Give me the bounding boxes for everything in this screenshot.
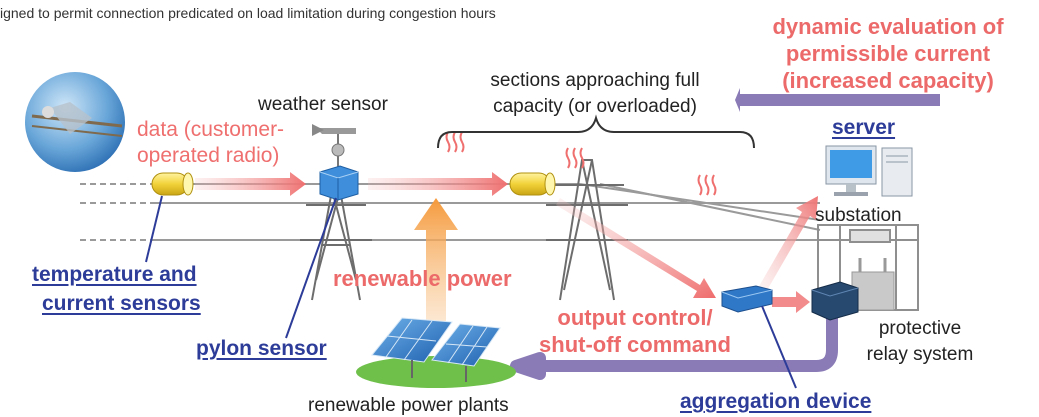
heat-wave-icon — [445, 131, 717, 196]
output-control-line-1: output control/ — [557, 305, 713, 330]
data-label-line-1: data (customer- — [137, 118, 285, 141]
aggregation-device-label: aggregation device — [680, 390, 872, 413]
pylon-sensor-label: pylon sensor — [196, 337, 327, 360]
solar-panel-icon — [356, 317, 516, 388]
sections-label-line-1: sections approaching full — [490, 70, 700, 91]
weather-sensor-label: weather sensor — [258, 94, 388, 115]
camera-photo — [25, 72, 125, 172]
weather-vane-icon — [312, 124, 356, 168]
sections-label-line-2: capacity (or overloaded) — [493, 96, 697, 117]
renewable-plants-label: renewable power plants — [308, 395, 509, 416]
current-sensor-icon — [509, 172, 556, 196]
renewable-power-label: renewable power — [333, 266, 512, 291]
data-label-line-2: operated radio) — [137, 144, 280, 167]
substation-label: substation — [815, 205, 902, 226]
temperature-sensor-label-line-2: current sensors — [42, 292, 201, 315]
transmission-tower-icon-1 — [300, 189, 372, 301]
protective-relay-icon — [811, 281, 859, 321]
sections-brace — [437, 114, 755, 149]
output-control-line-2: shut-off command — [539, 332, 731, 357]
renewable-power-arrow — [414, 198, 458, 325]
temperature-sensor-label-line-1: temperature and — [32, 263, 197, 286]
dynamic-evaluation-line-3: (increased capacity) — [782, 68, 994, 93]
dynamic-evaluation-line-2: permissible current — [785, 41, 991, 66]
caption-text: igned to permit connection predicated on… — [0, 5, 496, 21]
dynamic-evaluation-line-1: dynamic evaluation of — [772, 14, 1004, 39]
server-feedback-arrow — [735, 88, 940, 112]
server-label: server — [832, 116, 896, 139]
control-command-arrow — [510, 318, 838, 380]
pylon-sensor-box — [319, 165, 359, 201]
temperature-sensor-icon — [151, 172, 194, 196]
transformer-icon — [851, 258, 895, 311]
computer-icon — [825, 145, 913, 197]
data-flow-arrows — [195, 172, 818, 313]
protective-relay-line-2: relay system — [866, 344, 974, 365]
transmission-tower-icon-2 — [546, 159, 628, 301]
protective-relay-line-1: protective — [878, 318, 962, 339]
pointer-lines — [145, 195, 797, 389]
aggregation-device-icon — [721, 285, 773, 313]
